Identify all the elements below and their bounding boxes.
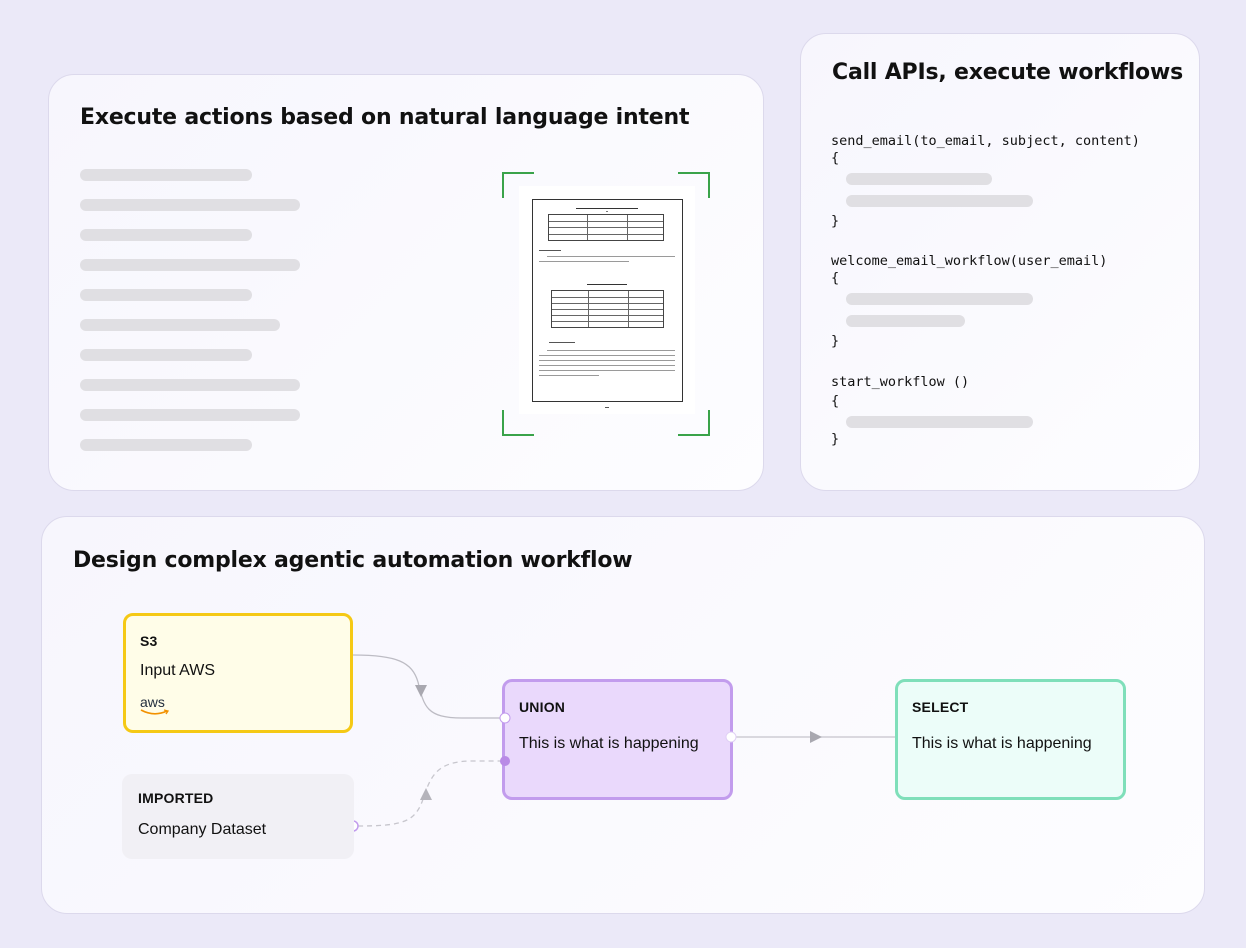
node-kind-label: SELECT	[912, 699, 969, 715]
card-title: Design complex agentic automation workfl…	[73, 548, 633, 573]
arrow-icon	[810, 731, 822, 743]
card-call-apis: Call APIs, execute workflows send_email(…	[800, 33, 1200, 491]
node-kind-label: IMPORTED	[138, 790, 214, 806]
connector-s3-union	[352, 654, 502, 719]
arrow-icon	[415, 685, 427, 697]
function-signature-send-email: send_email(to_email, subject, content)	[831, 133, 1140, 149]
node-label: Company Dataset	[138, 821, 267, 838]
card-natural-language-intent: Execute actions based on natural languag…	[48, 74, 764, 491]
node-label: This is what is happening	[519, 735, 699, 752]
connector-imported-union	[357, 760, 502, 827]
aws-logo-icon: aws	[140, 694, 172, 716]
card-title: Execute actions based on natural languag…	[80, 105, 690, 130]
node-label: Input AWS	[140, 662, 215, 679]
code-open-brace: {	[831, 150, 840, 166]
card-workflow-designer: Design complex agentic automation workfl…	[41, 516, 1205, 914]
code-close-brace: }	[831, 431, 840, 447]
document-preview-icon	[519, 186, 695, 414]
function-signature-welcome-email: welcome_email_workflow(user_email)	[831, 253, 1108, 269]
node-kind-label: S3	[140, 633, 158, 649]
workflow-connectors	[347, 654, 895, 832]
node-s3-input[interactable]: S3 Input AWS aws	[123, 613, 353, 733]
code-close-brace: }	[831, 333, 840, 349]
card-title: Call APIs, execute workflows	[832, 60, 1183, 85]
function-signature-start-workflow: start_workflow ()	[831, 374, 970, 390]
node-select[interactable]: SELECT This is what is happening	[895, 679, 1126, 800]
node-label: This is what is happening	[912, 735, 1092, 752]
code-open-brace: {	[831, 393, 840, 409]
code-close-brace: }	[831, 213, 840, 229]
node-union[interactable]: UNION This is what is happening	[502, 679, 733, 800]
node-kind-label: UNION	[519, 699, 566, 715]
node-imported-dataset[interactable]: IMPORTED Company Dataset	[122, 774, 354, 859]
arrow-icon	[420, 788, 432, 800]
code-open-brace: {	[831, 270, 840, 286]
